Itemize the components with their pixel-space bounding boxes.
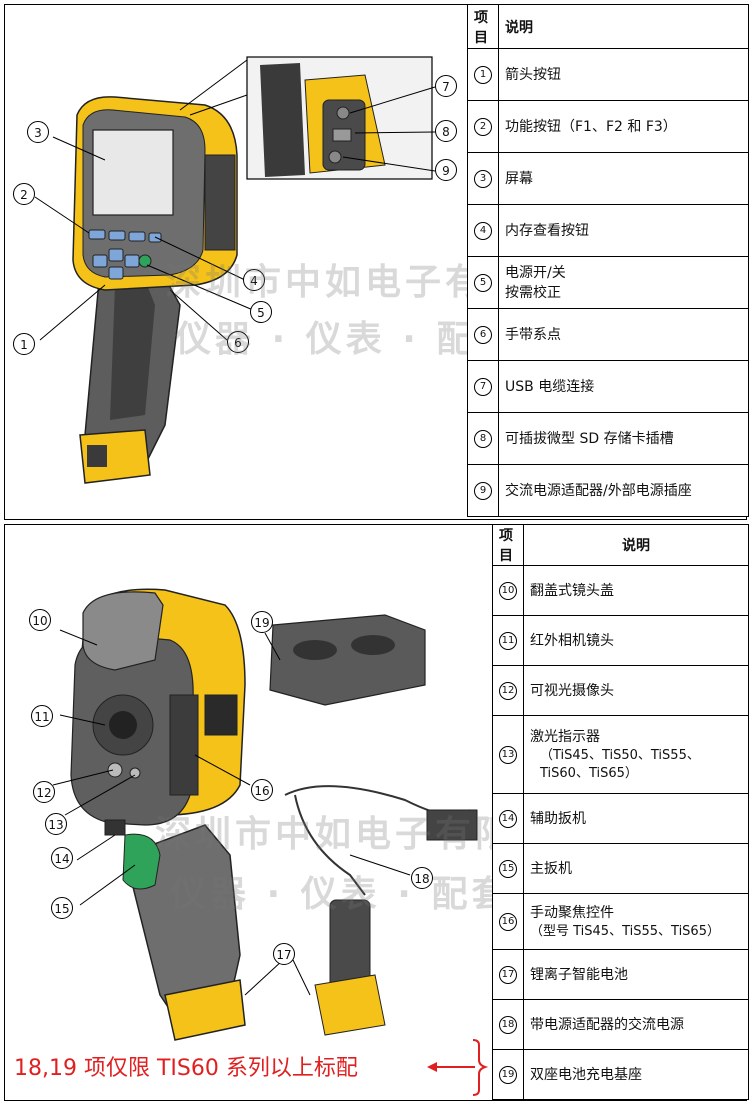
callout-13: 13: [45, 813, 67, 835]
callout-8: 8: [435, 120, 457, 142]
row-number: 6: [474, 326, 492, 344]
header-item: 项目: [492, 524, 524, 566]
row-desc: 可视光摄像头: [530, 682, 614, 699]
row-number: 7: [474, 378, 492, 396]
row-number: 12: [499, 682, 517, 700]
row-desc: 翻盖式镜头盖: [530, 582, 614, 599]
header-desc: 说明: [523, 524, 749, 566]
row-desc-sub-1: （型号 TiS45、TiS55、TiS65）: [530, 923, 720, 939]
standard-config-note: 18,19 项仅限 TIS60 系列以上标配: [14, 1056, 358, 1081]
row-desc-sub-1: （TiS45、TiS50、TiS55、: [540, 747, 700, 763]
row-number: 14: [499, 810, 517, 828]
imager-back-illustration: [34, 56, 436, 484]
header-desc: 说明: [498, 4, 749, 49]
panel-thermal-imager-back: 3 2 1 4 5 6 7 8 9 深圳市中如电子有限公司 仪器 · 仪表 · …: [4, 4, 749, 520]
row-number: 8: [474, 430, 492, 448]
callout-14: 14: [51, 847, 73, 869]
legend-table-1: 项目 说明 1 箭头按钮 2 功能按钮（F1、F2 和 F3） 3 屏幕 4 内存查看按…: [467, 4, 749, 517]
row-desc-sub-2: TiS60、TiS65）: [540, 765, 638, 781]
row-number: 9: [474, 482, 492, 500]
row-desc: 带电源适配器的交流电源: [530, 1016, 684, 1033]
row-number: 11: [499, 632, 517, 650]
callout-2: 2: [13, 183, 35, 205]
row-number: 15: [499, 860, 517, 878]
row-desc: 激光指示器: [530, 728, 600, 745]
callout-7: 7: [435, 75, 457, 97]
row-desc: 主扳机: [530, 860, 572, 877]
row-number: 3: [474, 170, 492, 188]
row-number: 10: [499, 582, 517, 600]
row-desc: 电源开/关: [505, 264, 566, 281]
row-number: 2: [474, 118, 492, 136]
callout-15: 15: [51, 897, 73, 919]
row-desc-2: 按需校正: [505, 284, 561, 301]
row-desc: 可插拔微型 SD 存储卡插槽: [505, 430, 674, 447]
row-desc: 屏幕: [505, 170, 533, 187]
row-number: 5: [474, 274, 492, 292]
row-desc: 锂离子智能电池: [530, 966, 628, 983]
row-number: 4: [474, 222, 492, 240]
callout-12: 12: [33, 781, 55, 803]
legend-table-2: 项目 说明 10 翻盖式镜头盖 11 红外相机镜头 12 可视光摄像头 13 激光指示器…: [492, 524, 749, 1100]
callout-19: 19: [251, 611, 273, 633]
row-number: 16: [499, 913, 517, 931]
row-desc: 交流电源适配器/外部电源插座: [505, 482, 692, 499]
row-number: 1: [474, 66, 492, 84]
header-item: 项目: [467, 4, 499, 49]
callout-11: 11: [31, 705, 53, 727]
callout-17: 17: [273, 943, 295, 965]
row-desc: 双座电池充电基座: [530, 1066, 642, 1083]
row-desc: 手带系点: [505, 326, 561, 343]
row-number: 19: [499, 1066, 517, 1084]
panel-thermal-imager-front: 10 11 12 13 14 15 16 17 18 19 深圳市中如电子有限公…: [4, 524, 749, 1101]
callout-3: 3: [27, 121, 49, 143]
imager-front-illustration: [52, 588, 489, 1096]
row-desc: 功能按钮（F1、F2 和 F3）: [505, 118, 677, 135]
row-desc: 手动聚焦控件: [530, 904, 614, 921]
row-number: 13: [499, 746, 517, 764]
row-number: 17: [499, 966, 517, 984]
row-desc: 箭头按钮: [505, 66, 561, 83]
row-desc: 内存查看按钮: [505, 222, 589, 239]
callout-1: 1: [13, 333, 35, 355]
callout-9: 9: [435, 159, 457, 181]
callout-6: 6: [227, 331, 249, 353]
callout-10: 10: [29, 609, 51, 631]
callout-5: 5: [250, 301, 272, 323]
row-desc: 红外相机镜头: [530, 632, 614, 649]
row-desc: 辅助扳机: [530, 810, 586, 827]
callout-4: 4: [243, 269, 265, 291]
row-desc: USB 电缆连接: [505, 378, 595, 395]
row-number: 18: [499, 1016, 517, 1034]
callout-18: 18: [411, 867, 433, 889]
callout-16: 16: [251, 779, 273, 801]
